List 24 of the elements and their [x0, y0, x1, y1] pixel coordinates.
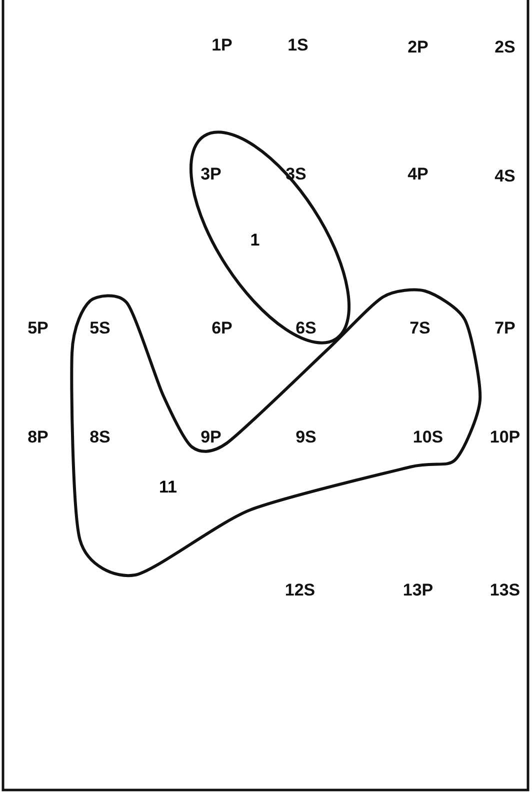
pin-label: 3P	[200, 166, 222, 182]
pin-label: 2S	[494, 38, 516, 56]
pin-label: 6P	[212, 320, 232, 336]
pin-label: 10S	[412, 428, 444, 446]
loop-number: 11	[159, 478, 177, 496]
pin-label: 6S	[296, 320, 316, 336]
pin-label: 5P	[28, 320, 48, 336]
pin-label: 13P	[402, 582, 434, 598]
pin-label: 8S	[90, 428, 110, 446]
pin-label: 8P	[28, 428, 48, 446]
pin-label: 9P	[200, 428, 222, 446]
pin-label: 5S	[90, 320, 110, 336]
pin-label: 2P	[408, 38, 428, 56]
pin-label: 7S	[410, 320, 430, 336]
pin-label: 13S	[490, 582, 520, 598]
pin-label: 1S	[288, 36, 308, 54]
pin-label: 10P	[490, 428, 520, 446]
loop-number: 1	[250, 232, 260, 248]
pin-label: 9S	[296, 428, 316, 446]
pin-label: 4P	[408, 166, 428, 182]
pin-label: 7P	[494, 320, 516, 336]
pin-label: 4S	[494, 168, 516, 184]
pin-label: 12S	[284, 582, 316, 598]
pin-label: 1P	[212, 36, 232, 54]
